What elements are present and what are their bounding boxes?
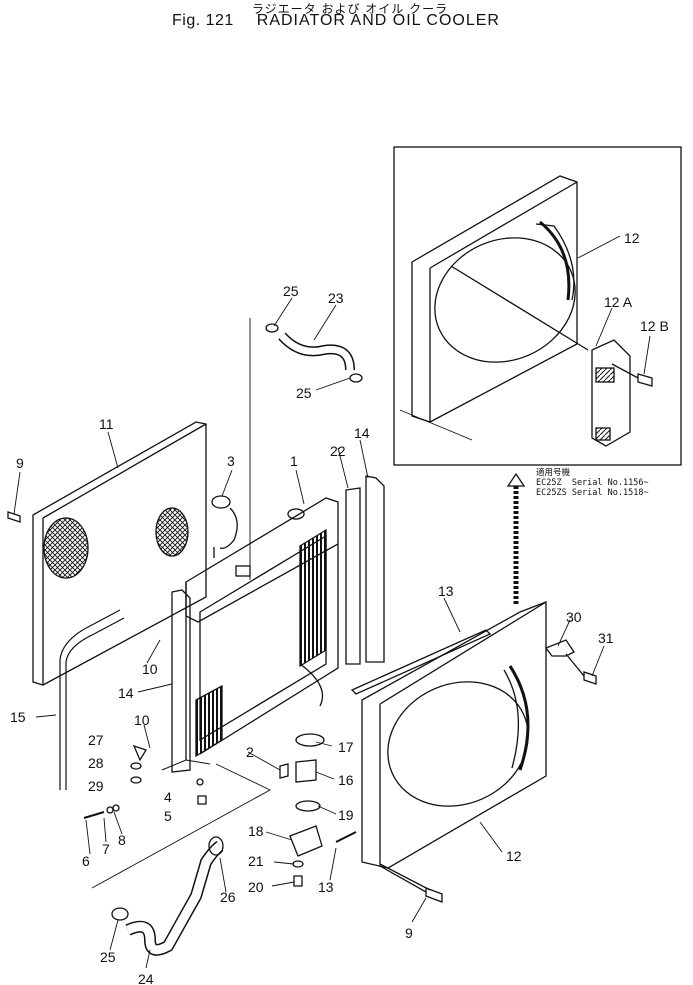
part-31-bolt: [583, 671, 597, 685]
callout-7: 7: [102, 841, 110, 857]
serial-note: 適用号機 EC25Z Serial No.1156~ EC25ZS Serial…: [536, 468, 649, 498]
callout-17: 17: [338, 739, 354, 755]
figure-number: Fig. 121: [172, 12, 234, 29]
part-13-strip-upper: [350, 629, 492, 695]
serial-note-heading: 適用号機: [536, 468, 571, 478]
callout-26: 26: [220, 889, 236, 905]
japanese-title: ラジエータ および オイル クーラ: [251, 2, 449, 16]
part-30-bracket: [544, 639, 575, 657]
callout-30: 30: [566, 609, 582, 625]
callout-8: 8: [118, 832, 126, 848]
part-22-seal-strip: [345, 487, 361, 665]
callout-9-bottom: 9: [405, 925, 413, 941]
callout-labels: 1 2 3 4 5 6 7 8 9 9 10 10 11 12 12 12 A …: [10, 230, 669, 985]
callout-12-lower: 12: [506, 848, 522, 864]
callout-12A: 12 A: [604, 294, 633, 310]
callout-10-upper: 10: [142, 661, 158, 677]
callout-16: 16: [338, 772, 354, 788]
callout-27: 27: [88, 732, 104, 748]
callout-9-left: 9: [16, 455, 24, 471]
callout-12B: 12 B: [640, 318, 669, 334]
callout-29: 29: [88, 778, 104, 794]
callout-14-left: 14: [118, 685, 134, 701]
callout-11: 11: [99, 416, 114, 432]
callout-18: 18: [248, 823, 264, 839]
callout-28: 28: [88, 755, 104, 771]
callout-5: 5: [164, 808, 172, 824]
part-15-hose: [59, 609, 121, 790]
callout-15: 15: [10, 709, 26, 725]
part-11-screen-panel: [32, 421, 207, 686]
callout-13-upper: 13: [438, 583, 454, 599]
part-3-cap: [211, 495, 231, 509]
callout-4: 4: [164, 789, 172, 805]
part-1-radiator: [185, 497, 339, 760]
callout-24: 24: [138, 971, 154, 985]
callout-1: 1: [290, 453, 298, 469]
callout-19: 19: [338, 807, 354, 823]
leader-lines: [13, 235, 651, 969]
reference-arrow: [506, 472, 526, 606]
figure-title: RADIATOR AND OIL COOLER: [256, 12, 500, 29]
callout-23: 23: [328, 290, 344, 306]
callout-14-right: 14: [354, 425, 370, 441]
figure-heading: Fig. 121 RADIATOR AND OIL COOLER: [172, 12, 500, 30]
part-12-fan-shroud: [361, 601, 547, 891]
callout-13-lower: 13: [318, 879, 334, 895]
callout-2: 2: [246, 744, 254, 760]
callout-25-bottom: 25: [100, 949, 116, 965]
callout-3: 3: [227, 453, 235, 469]
callout-22: 22: [330, 443, 346, 459]
small-fittings: [7, 511, 443, 903]
callout-25-top: 25: [283, 283, 299, 299]
serial-note-line-2: EC25ZS Serial No.1518~: [536, 488, 649, 498]
callout-12-inset: 12: [624, 230, 640, 246]
part-14-side-plate-left: [171, 589, 191, 773]
callout-25-mid: 25: [296, 385, 312, 401]
part-14-side-plate-right: [365, 475, 385, 663]
callout-6: 6: [82, 853, 90, 869]
serial-note-line-1: EC25Z Serial No.1156~: [536, 478, 649, 488]
callout-10-lower: 10: [134, 712, 150, 728]
inset-box: [393, 146, 682, 466]
callout-21: 21: [248, 853, 264, 869]
callout-20: 20: [248, 879, 264, 895]
callout-31: 31: [598, 630, 614, 646]
